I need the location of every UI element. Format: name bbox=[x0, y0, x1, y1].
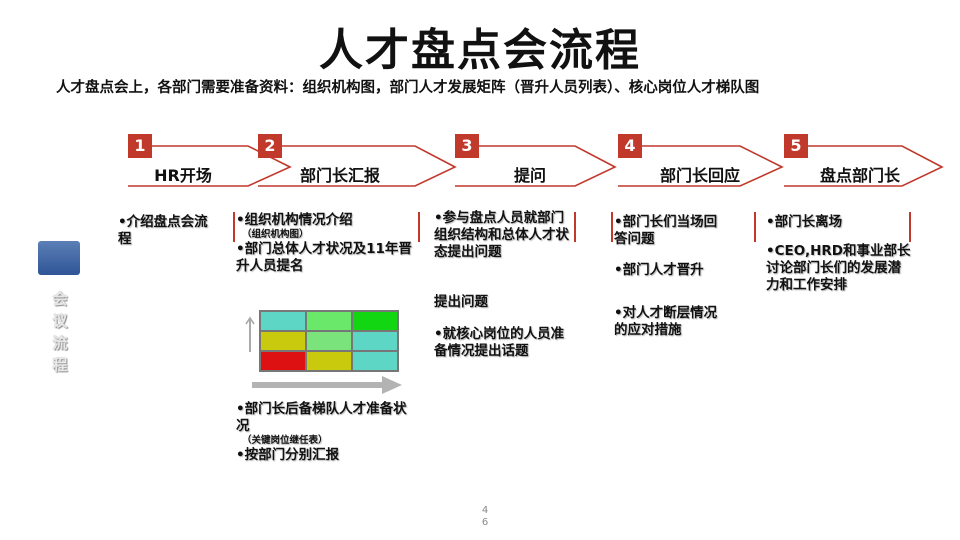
bracket-marker bbox=[574, 212, 576, 242]
col-3-content: •参与盘点人员就部门组织结构和总体人才状态提出问题 提出问题 •就核心岗位的人员… bbox=[434, 210, 576, 360]
matrix-cell bbox=[306, 331, 352, 351]
page-title: 人才盘点会流程 bbox=[319, 25, 641, 76]
step-number-1: 1 bbox=[128, 134, 152, 158]
step-number-4: 4 bbox=[618, 134, 642, 158]
matrix-cell bbox=[352, 331, 398, 351]
step-label-3: 提问 bbox=[513, 166, 546, 185]
step-number-5: 5 bbox=[784, 134, 808, 158]
page-subtitle: 人才盘点会上，各部门需要准备资料：组织机构图，部门人才发展矩阵（晋升人员列表）、… bbox=[56, 80, 760, 96]
matrix-cell bbox=[306, 311, 352, 331]
matrix-cell bbox=[352, 311, 398, 331]
bracket-marker bbox=[233, 212, 235, 242]
col-1-content: •介绍盘点会流程 bbox=[118, 214, 218, 248]
arrow-step-2 bbox=[258, 145, 457, 187]
horizontal-axis-arrow bbox=[252, 376, 402, 394]
col-5-content: •部门长离场 •CEO,HRD和事业部长讨论部门长们的发展潜力和工作安排 bbox=[766, 214, 911, 294]
matrix-cell bbox=[306, 351, 352, 371]
col-5-item-1: •部门长离场 bbox=[766, 214, 843, 230]
process-arrows bbox=[128, 145, 944, 187]
matrix-cell bbox=[260, 311, 306, 331]
col-4-content: •部门长们当场回答问题 •部门人才晋升 •对人才断层情况的应对措施 bbox=[614, 214, 726, 339]
col-2-item-1: •组织机构情况介绍 bbox=[236, 212, 353, 228]
col-2-content-lower: •部门长后备梯队人才准备状况 （关键岗位继任表） •按部门分别汇报 bbox=[236, 401, 414, 464]
col-3-item-2: 提出问题 bbox=[434, 294, 488, 310]
matrix-cell bbox=[260, 331, 306, 351]
step-label-4: 部门长回应 bbox=[659, 166, 740, 185]
side-label: 会议流程 bbox=[52, 290, 68, 374]
step-label-5: 盘点部门长 bbox=[819, 166, 900, 185]
col-3-item-1: •参与盘点人员就部门组织结构和总体人才状态提出问题 bbox=[434, 210, 569, 260]
bracket-marker bbox=[754, 212, 756, 242]
step-label-2: 部门长汇报 bbox=[299, 166, 380, 185]
col-3-item-3: •就核心岗位的人员准备情况提出话题 bbox=[434, 326, 565, 359]
col-4-item-1: •部门长们当场回答问题 bbox=[614, 214, 718, 247]
bracket-marker bbox=[611, 212, 613, 242]
talent-matrix bbox=[259, 310, 399, 372]
col-4-item-2: •部门人才晋升 bbox=[614, 262, 704, 278]
arrow-step-5 bbox=[784, 145, 944, 187]
matrix-cell bbox=[352, 351, 398, 371]
matrix-cell bbox=[260, 351, 306, 371]
bracket-marker bbox=[418, 212, 420, 242]
side-decor-box bbox=[38, 241, 80, 275]
vertical-axis-arrow bbox=[245, 316, 255, 352]
col-2-content: •组织机构情况介绍 （组织机构图） •部门总体人才状况及11年晋升人员提名 bbox=[236, 212, 414, 275]
col-2-item-1-note: （组织机构图） bbox=[242, 229, 309, 240]
step-number-2: 2 bbox=[258, 134, 282, 158]
arrow-step-4 bbox=[618, 145, 784, 187]
col-5-item-2: •CEO,HRD和事业部长讨论部门长们的发展潜力和工作安排 bbox=[766, 243, 911, 293]
col-1-item-1: •介绍盘点会流程 bbox=[118, 214, 208, 247]
col-2-item-3-note: （关键岗位继任表） bbox=[242, 435, 328, 446]
col-2-item-4: •按部门分别汇报 bbox=[236, 447, 340, 463]
arrow-step-1 bbox=[128, 145, 292, 187]
step-number-3: 3 bbox=[455, 134, 479, 158]
bracket-marker bbox=[909, 212, 911, 242]
col-2-item-3: •部门长后备梯队人才准备状况 bbox=[236, 401, 407, 434]
col-2-item-2: •部门总体人才状况及11年晋升人员提名 bbox=[236, 241, 412, 274]
arrow-step-3 bbox=[455, 145, 617, 187]
col-4-item-3: •对人才断层情况的应对措施 bbox=[614, 305, 718, 338]
step-label-1: HR开场 bbox=[154, 166, 212, 185]
